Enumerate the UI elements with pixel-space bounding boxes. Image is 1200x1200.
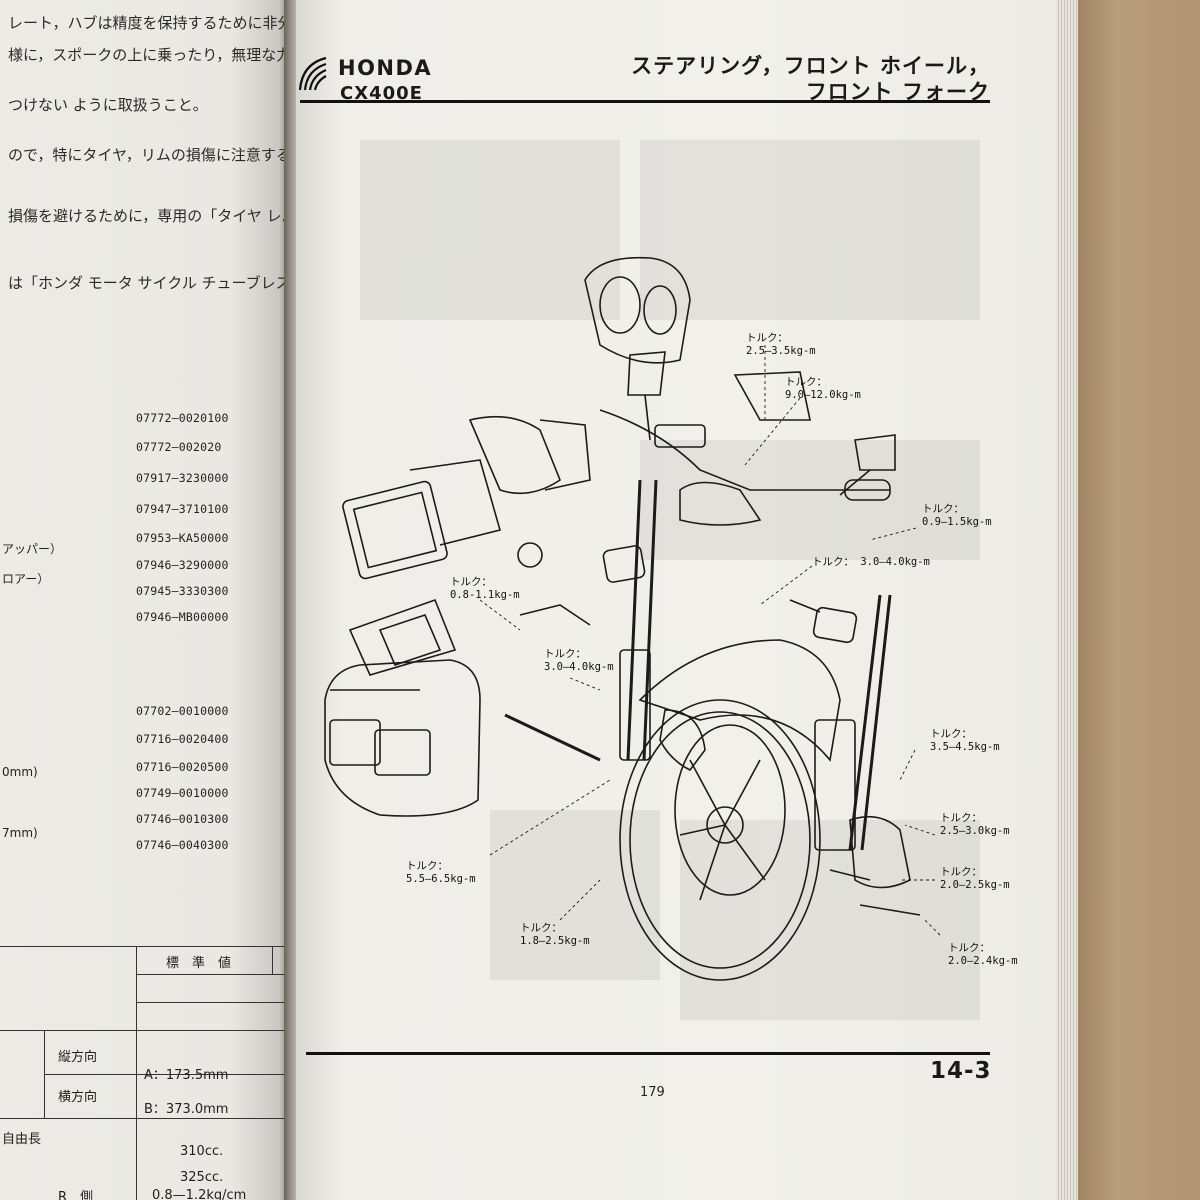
section-number: 14-3 [930, 1058, 992, 1084]
torque-callout: トルク：1.8—2.5kg-m [520, 922, 590, 947]
honda-wing-logo-icon [298, 56, 327, 91]
part-number: 07716—0020400 [136, 732, 229, 746]
part-number: 07946—MB00000 [136, 610, 229, 624]
part-number: 07772—002020 [136, 440, 222, 454]
torque-callout: トルク：2.0—2.4kg-m [948, 942, 1018, 967]
spec-row-label: 横方向 [58, 1090, 98, 1105]
cardboard-background [1078, 0, 1200, 1200]
brand-logo: HONDA [338, 56, 433, 80]
torque-callout: トルク：0.8-1.1kg-m [450, 576, 520, 601]
spec-value: 0.8—1.2kg/cm [152, 1188, 247, 1200]
front-wheel [619, 699, 821, 981]
torque-callout: トルク：0.9—1.5kg-m [922, 503, 992, 528]
spec-value: 310cc. [180, 1144, 224, 1159]
tool-label: 7mm) [2, 826, 38, 840]
torque-callout: トルク：3.0—4.0kg-m [544, 648, 614, 673]
front-fender [638, 639, 841, 762]
left-text-line: つけない ように取扱うこと。 [8, 96, 208, 114]
spec-value: B：373.0mm [144, 1102, 229, 1117]
part-number: 07716—0020500 [136, 760, 229, 774]
page-header: HONDA CX400E ステアリング，フロント ホイール， フロント フォーク [298, 48, 990, 104]
speedometer-housing [584, 256, 691, 364]
spec-header: 標 準 値 [166, 956, 232, 971]
part-number: 07953—KA50000 [136, 531, 229, 545]
part-number: 07746—0040300 [136, 838, 229, 852]
left-page: レート，ハブは精度を保持するために非分解式で 様に，スポークの上に乗ったり，無理… [0, 0, 288, 1200]
torque-callout: トルク：2.5—3.5kg-m [746, 332, 816, 357]
spec-row-label: 縦方向 [58, 1050, 98, 1065]
footer-rule [306, 1052, 990, 1055]
model-name: CX400E [340, 83, 423, 104]
part-number: 07947—3710100 [136, 502, 229, 516]
page-number: 179 [640, 1085, 665, 1100]
mirror-left [627, 351, 666, 396]
spec-value: 325cc. [180, 1170, 224, 1185]
fairing [324, 659, 481, 817]
spec-row-label: 自由長 [2, 1132, 42, 1147]
part-number: 07917—3230000 [136, 471, 229, 485]
spec-value: A：173.5mm [144, 1068, 229, 1083]
left-text-line: ので，特にタイヤ，リムの損傷に注意すること。 [8, 146, 288, 164]
torque-callout: トルク：2.5—3.0kg-m [940, 812, 1010, 837]
torque-callout: トルク：2.0—2.5kg-m [940, 866, 1010, 891]
part-number: 07946—3290000 [136, 558, 229, 572]
tool-label: 0mm) [2, 765, 38, 779]
torque-callout: トルク：5.5—6.5kg-m [406, 860, 476, 885]
headlight [342, 480, 448, 580]
header-rule [300, 100, 990, 103]
part-number: 07749—0010000 [136, 786, 229, 800]
torque-callout: トルク：3.5—4.5kg-m [930, 728, 1000, 753]
torque-callout: トルク：9.0—12.0kg-m [785, 376, 861, 401]
part-number: 07772—0020100 [136, 411, 229, 425]
exploded-diagram [324, 140, 980, 1020]
page-edges [1056, 0, 1078, 1200]
part-number: 07746—0010300 [136, 812, 229, 826]
tool-label: ロアー） [2, 572, 50, 586]
right-page [296, 0, 1058, 1200]
spec-row-label: R 側 [58, 1190, 94, 1200]
part-number: 07945—3330300 [136, 584, 229, 598]
left-text-line: レート，ハブは精度を保持するために非分解式で [8, 14, 288, 32]
left-text-line: 損傷を避けるために，専用の「タイヤ レバー」を使 [8, 207, 288, 225]
mirror-right [854, 434, 896, 471]
left-text-line: 様に，スポークの上に乗ったり，無理な力がかかったり [8, 46, 288, 64]
torque-callout: トルク： 3.0—4.0kg-m [812, 556, 930, 568]
spec-table: 標 準 値 縦方向 横方向 A：173.5mm B：373.0mm 自由長 31… [0, 946, 288, 1200]
page-title-line1: ステアリング，フロント ホイール， [631, 54, 990, 78]
left-text-line: は「ホンダ モータ サイクル チューブレス タイヤ [8, 274, 288, 292]
tool-label: アッパー） [2, 542, 63, 556]
part-number: 07702—0010000 [136, 704, 229, 718]
